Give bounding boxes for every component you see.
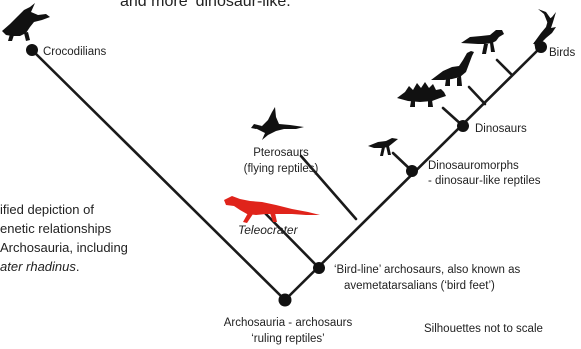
label-pterosaurs-desc: (flying reptiles) [228, 162, 334, 176]
caption-line-2: enetic relationships [0, 220, 111, 237]
branch-sauropod [469, 87, 485, 104]
label-bird-line: ‘Bird-line’ archosaurs, also known as [334, 263, 520, 277]
branch-teleocrater [260, 208, 319, 268]
crocodile-silhouette-icon [2, 3, 50, 41]
label-dinosaurs: Dinosaurs [475, 122, 527, 136]
node-archosauria [279, 294, 292, 307]
pterosaur-silhouette-icon [251, 107, 304, 140]
label-pterosaurs: Pterosaurs [228, 146, 334, 160]
caption-line-3: Archosauria, including [0, 239, 128, 256]
caption-species-name: ater rhadinus [0, 259, 76, 274]
bird-silhouette-icon [533, 9, 556, 47]
label-teleocrater: Teleocrater [238, 223, 298, 237]
node-dinosaurs [457, 120, 469, 132]
caption-line-4: ater rhadinus. [0, 258, 80, 275]
label-crocodilians: Crocodilians [43, 45, 106, 59]
node-dinosauromorphs [406, 165, 418, 177]
label-dinosauromorphs-desc: - dinosaur-like reptiles [428, 174, 541, 188]
label-dinosauromorphs: Dinosauromorphs [428, 159, 519, 173]
caption-period: . [76, 259, 80, 274]
scale-note: Silhouettes not to scale [424, 322, 543, 336]
sauropod-silhouette-icon [431, 51, 474, 86]
branch-theropod [497, 60, 512, 75]
teleocrater-silhouette-icon [224, 196, 320, 223]
label-bird-line-desc: avemetatarsalians (‘bird feet’) [344, 279, 495, 293]
label-archosauria-desc: ‘ruling reptiles’ [198, 332, 378, 346]
label-birds: Birds [549, 46, 575, 60]
caption-line-1: ified depiction of [0, 201, 94, 218]
theropod-silhouette-icon [461, 30, 504, 54]
label-archosauria: Archosauria - archosaurs [198, 316, 378, 330]
header-text-fragment: and more ‘dinosaur-like.’ [120, 0, 294, 10]
node-crocodilians [26, 44, 38, 56]
node-bird-line [313, 262, 325, 274]
stegosaur-silhouette-icon [397, 82, 446, 107]
